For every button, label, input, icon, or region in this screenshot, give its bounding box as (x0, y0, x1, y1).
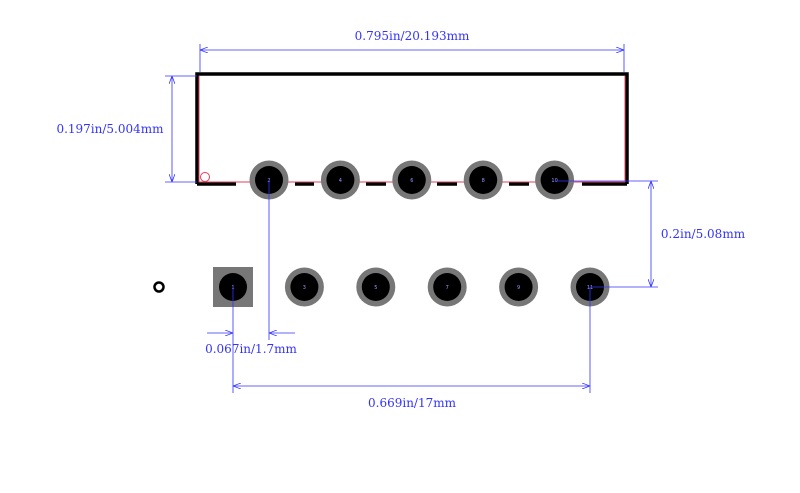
pad-7: 7 (427, 267, 467, 307)
body-outline (195, 72, 629, 186)
pin-number: 3 (303, 285, 306, 291)
pin-number: 8 (482, 178, 485, 184)
pin-offset-label: 0.067in/1.7mm (205, 342, 297, 356)
drill-hole-icon (469, 166, 498, 194)
drill-hole-icon (397, 166, 426, 194)
row-spacing-label: 0.2in/5.08mm (661, 227, 746, 241)
pin-span-label: 0.669in/17mm (368, 396, 457, 410)
drill-hole-icon (504, 273, 533, 301)
pin-number: 6 (410, 178, 413, 184)
drill-hole-icon (326, 166, 355, 194)
drill-hole-icon (540, 166, 569, 194)
pin1-marker-icon (200, 172, 210, 182)
pad-3: 3 (284, 267, 324, 307)
pin-number: 7 (446, 285, 449, 291)
pad-6: 6 (392, 160, 432, 200)
pad-5: 5 (356, 267, 396, 307)
drill-hole-icon (361, 273, 390, 301)
pad-4: 4 (320, 160, 360, 200)
pin-number: 5 (374, 285, 377, 291)
pad-9: 9 (499, 267, 539, 307)
pin-number: 10 (551, 178, 557, 184)
pad-8: 8 (463, 160, 503, 200)
pad-10: 10 (535, 160, 575, 200)
pin-number: 9 (517, 285, 520, 291)
overall-width-label: 0.795in/20.193mm (355, 29, 470, 43)
dimension-lines (165, 44, 658, 393)
drill-hole-icon (433, 273, 462, 301)
pin1-indicator-icon (153, 281, 165, 293)
pin-number: 4 (339, 178, 342, 184)
body-height-label: 0.197in/5.004mm (56, 122, 164, 136)
drill-hole-icon (290, 273, 319, 301)
